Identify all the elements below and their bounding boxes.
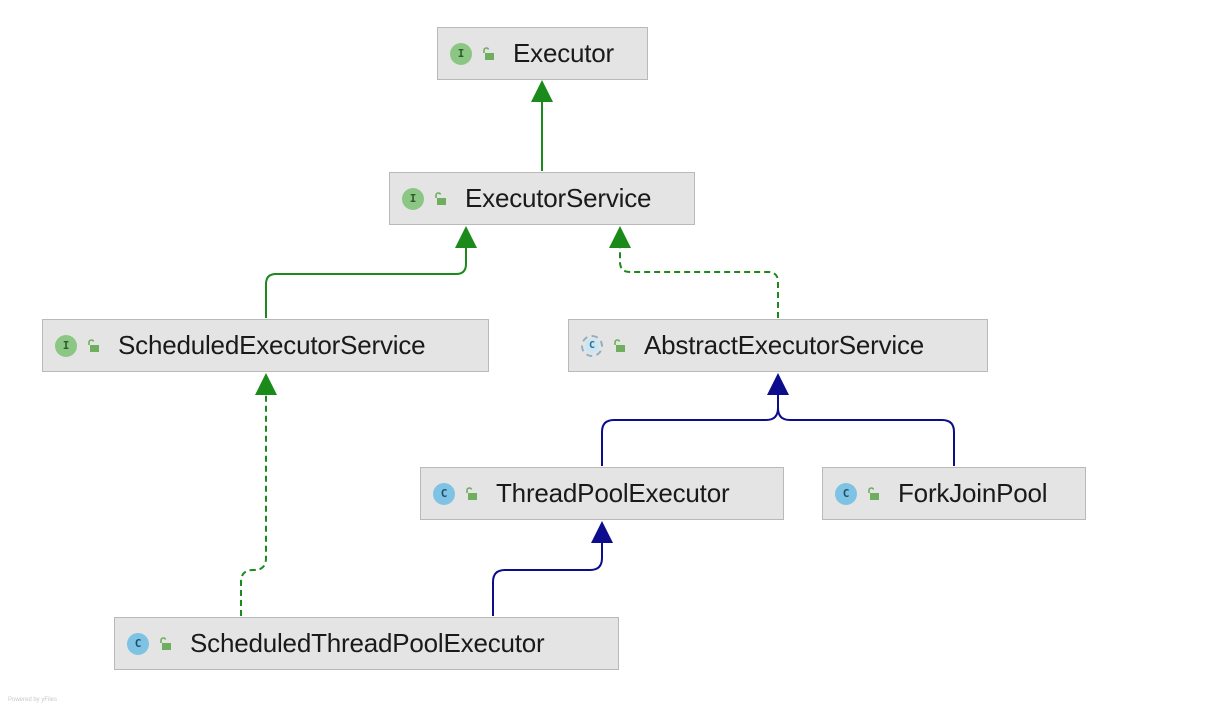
public-lock-icon (868, 486, 879, 500)
node-fork-join-pool[interactable]: C ForkJoinPool (822, 467, 1086, 520)
arrowhead-executorservice-right (609, 226, 631, 248)
public-lock-icon (160, 636, 171, 650)
edge-scheduledthreadpoolexecutor-to-scheduledexecutorservice (240, 373, 277, 616)
arrowhead-abstractexecutorservice (767, 373, 789, 395)
public-lock-icon (466, 486, 477, 500)
arrowhead-scheduledexecutorservice (255, 373, 277, 395)
node-label: Executor (513, 38, 615, 68)
edge-threadpoolexecutor-to-abstractexecutorservice (601, 395, 779, 466)
node-label: AbstractExecutorService (644, 330, 925, 360)
node-executor-service[interactable]: I ExecutorService (389, 172, 695, 225)
node-executor[interactable]: I Executor (437, 27, 648, 80)
node-label: ScheduledExecutorService (118, 330, 426, 360)
edge-executorservice-to-executor (531, 80, 553, 171)
node-label: ForkJoinPool (898, 478, 1048, 508)
interface-icon: I (402, 187, 424, 210)
arrowhead-executorservice-left (455, 226, 477, 248)
node-abstract-executor-service[interactable]: C AbstractExecutorService (568, 319, 988, 372)
node-scheduled-executor-service[interactable]: I ScheduledExecutorService (42, 319, 489, 372)
public-lock-icon (88, 338, 99, 352)
interface-icon: I (55, 334, 77, 357)
node-thread-pool-executor[interactable]: C ThreadPoolExecutor (420, 467, 784, 520)
node-label: ExecutorService (465, 183, 652, 213)
edge-abstractexecutorservice-to-executorservice (609, 226, 779, 318)
public-lock-icon (614, 338, 625, 352)
class-icon: C (127, 632, 149, 655)
node-label: ThreadPoolExecutor (496, 478, 730, 508)
public-lock-icon (483, 46, 494, 60)
arrowhead-executor (531, 80, 553, 102)
class-icon: C (835, 482, 857, 505)
node-label: ScheduledThreadPoolExecutor (190, 628, 545, 658)
edge-scheduledexecutorservice-to-executorservice (265, 226, 477, 318)
node-scheduled-thread-pool-executor[interactable]: C ScheduledThreadPoolExecutor (114, 617, 619, 670)
edge-scheduledthreadpoolexecutor-to-threadpoolexecutor (492, 521, 613, 616)
arrowhead-threadpoolexecutor (591, 521, 613, 543)
interface-icon: I (450, 42, 472, 65)
powered-by-footer: Powered by yFiles (8, 697, 58, 703)
abstract-class-icon: C (581, 334, 603, 357)
edge-forkjoinpool-to-abstractexecutorservice (777, 395, 955, 466)
class-icon: C (433, 482, 455, 505)
public-lock-icon (435, 191, 446, 205)
